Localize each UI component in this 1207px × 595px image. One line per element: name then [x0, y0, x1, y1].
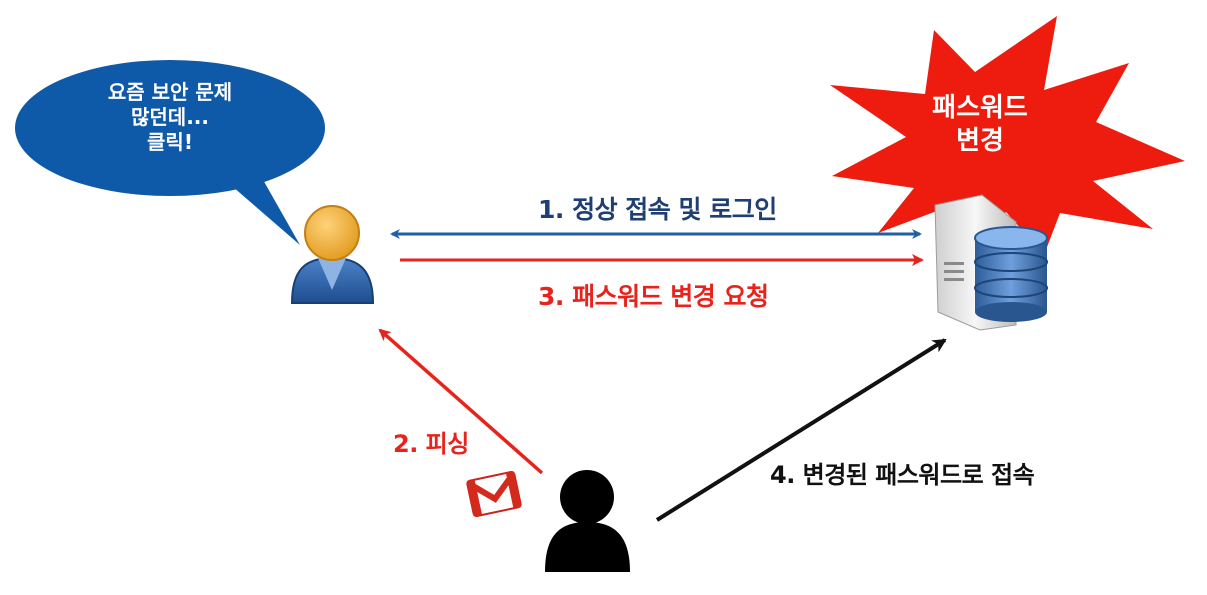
arrow-step4-access: [655, 338, 947, 522]
server-database-icon: [934, 194, 1048, 331]
step4-label: 4. 변경된 패스워드로 접속: [770, 461, 1035, 489]
bubble-line-3: 클릭!: [147, 130, 193, 154]
user-icon: [290, 205, 375, 304]
burst-line-1: 패스워드: [932, 93, 1028, 123]
step2-label: 2. 피싱: [393, 430, 469, 458]
attacker-icon: [545, 470, 630, 572]
step3-label: 3. 패스워드 변경 요청: [538, 282, 769, 311]
step1-label: 1. 정상 접속 및 로그인: [538, 195, 777, 224]
arrow-step2-phishing: [378, 328, 544, 475]
burst-line-2: 변경: [956, 126, 1004, 156]
speech-bubble-text: 요즘 보안 문제 많던데... 클릭!: [60, 80, 280, 155]
gmail-icon: [466, 470, 522, 518]
bubble-line-1: 요즘 보안 문제: [107, 80, 233, 104]
password-change-burst: [830, 16, 1185, 261]
speech-bubble: [15, 60, 325, 245]
burst-text: 패스워드 변경: [910, 92, 1050, 158]
bubble-line-2: 많던데...: [131, 105, 209, 129]
